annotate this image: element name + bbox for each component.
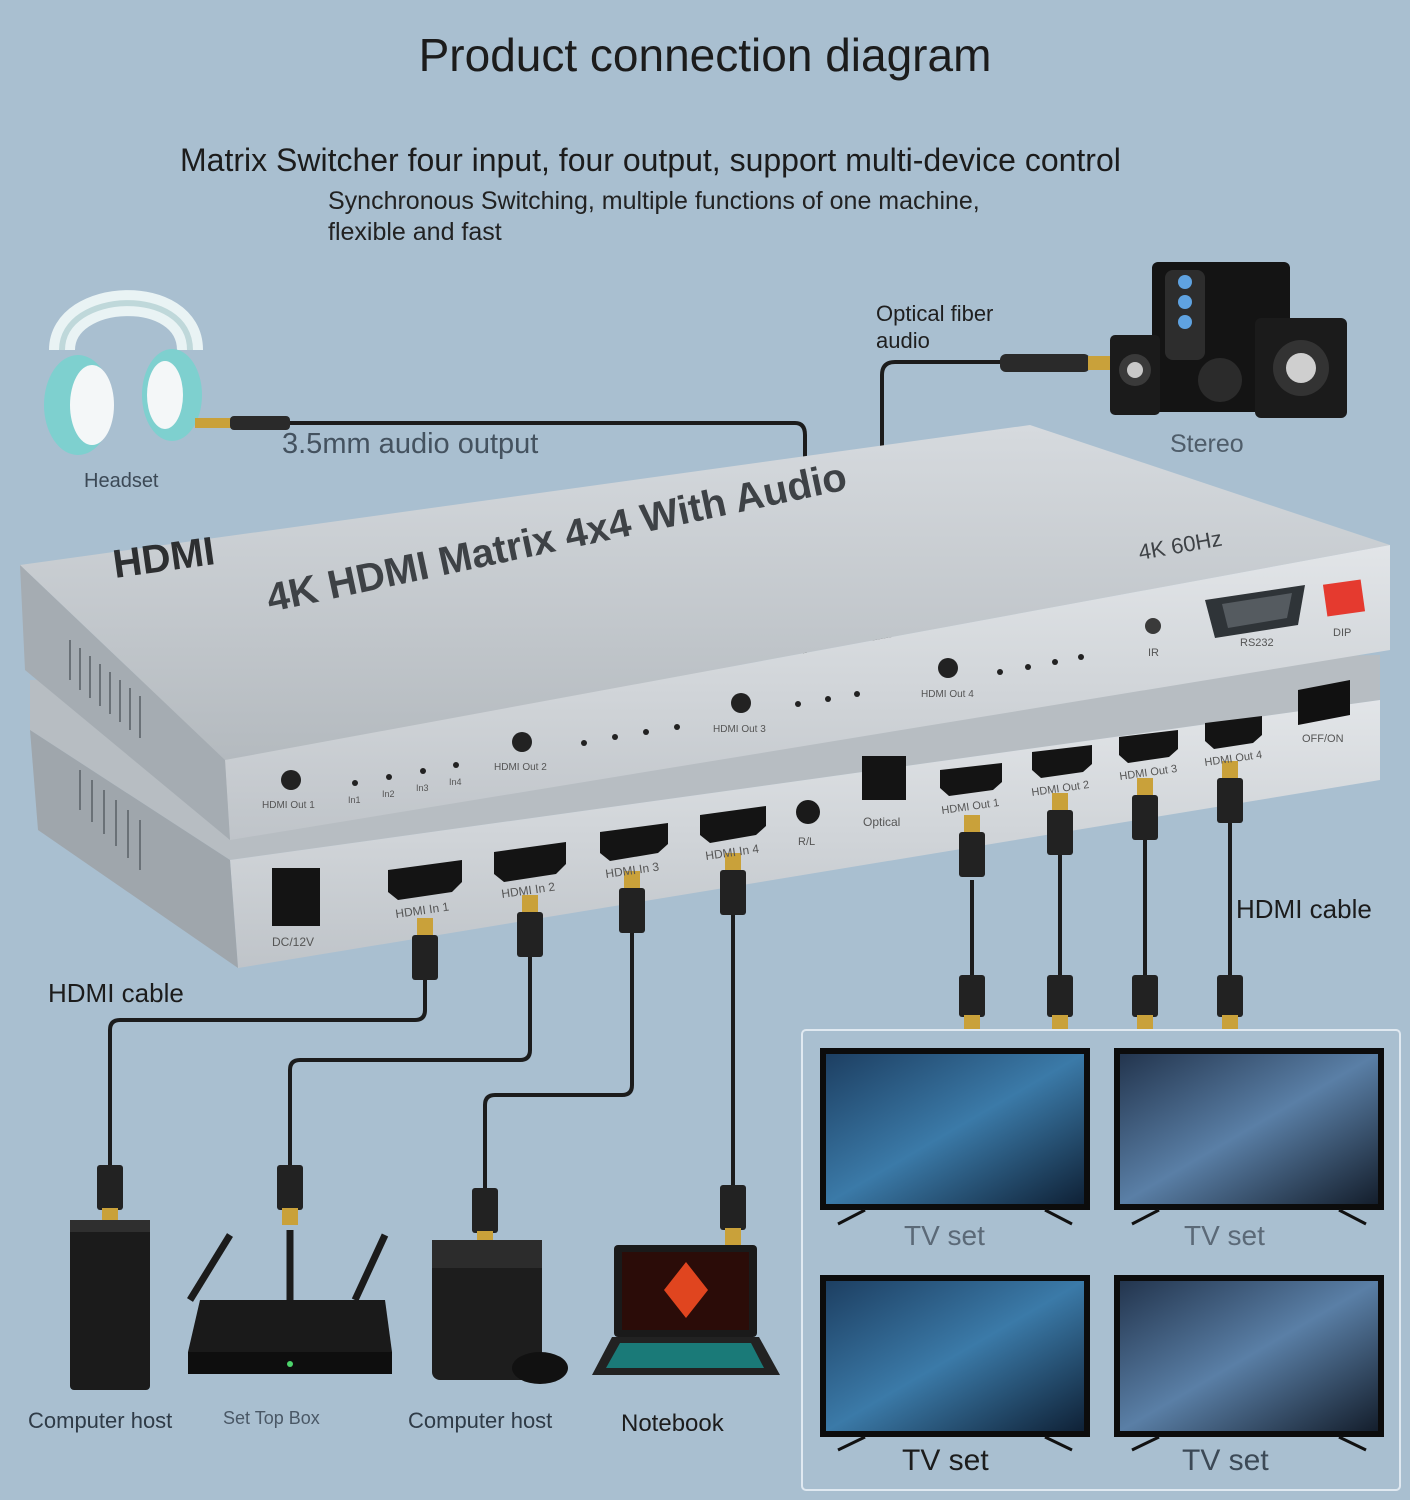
rs232-port-icon (1205, 585, 1305, 638)
led-label-in3: In3 (416, 783, 429, 793)
top-group-label-2: HDMI Out 2 (494, 762, 547, 773)
source-label-2: Set Top Box (223, 1408, 320, 1428)
optical-audio-label-line-1: Optical fiber (876, 301, 994, 326)
page-title: Product connection diagram (418, 29, 992, 81)
computer-tower-icon (70, 1220, 150, 1390)
dip-switch-icon (1322, 579, 1366, 617)
top-group-label-3: HDMI Out 3 (713, 724, 766, 735)
hdmi-output-connectors (959, 761, 1243, 1030)
router-icon (187, 1230, 392, 1374)
tv-group-frame (801, 1029, 1401, 1491)
hdmi-output-ports (940, 716, 1262, 796)
hdmi-cable-label-left: HDMI cable (48, 978, 184, 1008)
optical-audio-label-line-2: audio (876, 328, 930, 353)
tv-set-4-icon (1114, 1275, 1384, 1452)
tv-label-3: TV set (902, 1444, 989, 1477)
hdmi-output-cables (970, 822, 1232, 975)
audio-output-label: 3.5mm audio output (282, 428, 539, 460)
tv-set-2-icon (1114, 1048, 1384, 1226)
dc-label: DC/12V (272, 935, 314, 949)
led-label-in1: In1 (348, 795, 361, 805)
tv-set-1-icon (820, 1048, 1090, 1226)
top-group-label-1: HDMI Out 1 (262, 800, 315, 811)
hdmi-input-connectors (97, 853, 746, 1248)
tagline-line-1: Synchronous Switching, multiple function… (328, 187, 980, 215)
game-console-icon (432, 1240, 568, 1384)
tv-label-1: TV set (904, 1220, 985, 1251)
optical-port-icon (862, 756, 906, 800)
notebook-icon (592, 1245, 780, 1375)
led-label-in4: In4 (449, 777, 462, 787)
optical-audio-label: Optical fiber audio (876, 300, 993, 354)
rl-label: R/L (798, 836, 815, 848)
tv-set-3-icon (820, 1275, 1090, 1452)
ir-label: IR (1148, 647, 1159, 659)
power-switch-icon (1298, 680, 1350, 725)
input-leds (352, 654, 1084, 786)
dip-label: DIP (1333, 627, 1351, 639)
matrix-switcher-front-unit (20, 425, 1390, 840)
tagline: Synchronous Switching, multiple function… (328, 186, 1108, 248)
headset-label: Headset (84, 470, 159, 492)
tv-label-4: TV set (1182, 1444, 1269, 1477)
source-label-1: Computer host (28, 1408, 173, 1433)
stereo-speakers-icon (1110, 262, 1347, 418)
rs232-label: RS232 (1240, 637, 1274, 649)
hdmi-cable-label-right: HDMI cable (1236, 894, 1372, 924)
tv-label-2: TV set (1184, 1220, 1265, 1251)
top-group-label-4: HDMI Out 4 (921, 689, 974, 700)
tagline-line-2: flexible and fast (328, 218, 502, 246)
ir-receiver-icon (1145, 618, 1161, 634)
vent-slots (69, 640, 141, 870)
stereo-label: Stereo (1170, 430, 1244, 458)
led-label-in2: In2 (382, 789, 395, 799)
source-label-3: Computer host (408, 1408, 553, 1433)
headset-icon (44, 290, 290, 455)
rl-audio-jack-icon (796, 800, 820, 824)
dc-power-port-icon (272, 868, 320, 926)
subtitle: Matrix Switcher four input, four output,… (180, 142, 1121, 178)
hdmi-input-cables (108, 915, 735, 1190)
output-select-buttons (281, 658, 958, 790)
power-switch-label: OFF/ON (1302, 733, 1344, 745)
hdmi-input-ports (388, 806, 766, 900)
source-label-4: Notebook (621, 1410, 724, 1437)
optical-port-label: Optical (863, 815, 900, 829)
